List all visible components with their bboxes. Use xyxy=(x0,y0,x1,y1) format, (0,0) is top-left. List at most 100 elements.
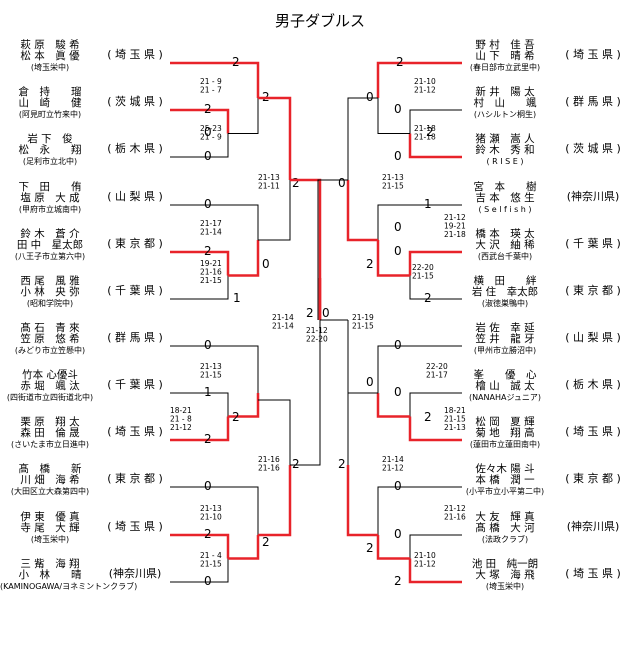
prefecture-label: ( 山 梨 県 ) xyxy=(565,331,621,344)
match-result: 2 xyxy=(338,457,346,471)
player-name: 森 田 倫 晟 xyxy=(20,427,80,439)
right-entry-6: 横 田 絆岩 住 幸太郎(淑徳巣鴨中) xyxy=(455,276,555,309)
player-name: 横 田 絆 xyxy=(473,275,537,287)
player-name: 笠 井 龍 牙 xyxy=(475,333,535,345)
prefecture-label: ( 山 梨 県 ) xyxy=(107,190,163,203)
prefecture-label: ( 埼 玉 県 ) xyxy=(107,520,163,533)
r-q1-b xyxy=(346,180,378,242)
left-entry-5: 鈴 木 蒼 介田 中 星太郎(八王子市立第六中) xyxy=(0,229,100,262)
set-score: 21-16 xyxy=(258,464,280,473)
left-entry-4: 下 田 侑塩 原 大 成(甲府市立城南中) xyxy=(0,182,100,215)
r-m45-b xyxy=(409,275,462,300)
match-result: 0 xyxy=(262,257,270,271)
player-name: 鈴 木 秀 和 xyxy=(475,144,535,156)
set-score: 21-12 xyxy=(414,86,436,95)
set-score: 21-15 xyxy=(200,560,222,569)
l-line-0 xyxy=(170,61,260,98)
player-name: 松 岡 夏 輝 xyxy=(475,416,535,428)
prefecture-label: ( 群 馬 県 ) xyxy=(565,95,621,108)
r-m12-a xyxy=(409,109,462,134)
set-score: 21-15 xyxy=(382,182,404,191)
match-result: 0 xyxy=(204,574,212,588)
set-score: 21-12 xyxy=(444,213,466,222)
right-entry-9: 松 岡 夏 輝菊 地 翔 高(蓮田市立蓮田南中) xyxy=(455,417,555,450)
right-entry-10: 佐々木 陽 斗本 橋 潤 一(小平市立小平第二中) xyxy=(455,464,555,497)
player-name: 三 觜 海 翔 xyxy=(20,558,80,570)
match-result: 1 xyxy=(233,291,241,305)
club-name: (昭和学院中) xyxy=(26,299,74,308)
prefecture-label: ( 群 馬 県 ) xyxy=(107,331,163,344)
player-name: 野 村 佳 吾 xyxy=(475,39,535,51)
prefecture-label: (神奈川県) xyxy=(108,567,162,580)
right-entry-5: 橋 本 瑛 太大 沢 紬 稀(西武台千葉中) xyxy=(455,229,555,262)
set-score: 21-15 xyxy=(352,322,374,331)
player-name: 竹本 心優斗 xyxy=(22,369,78,381)
match-result: 2 xyxy=(204,244,212,258)
prefecture-label: ( 埼 玉 県 ) xyxy=(565,48,621,61)
set-score: 21 - 9 xyxy=(200,133,222,142)
set-score: 21-16 xyxy=(258,455,280,464)
player-name: 峯 優 心 xyxy=(473,369,537,381)
left-entry-11: 伊 東 優 真寺 尾 大 輝(埼玉栄中) xyxy=(0,512,100,545)
match-result: 2 xyxy=(366,541,374,555)
match-result: 0 xyxy=(204,197,212,211)
right-entry-1: 野 村 佳 吾山 下 晴 希(春日部市立武里中) xyxy=(455,40,555,73)
player-name: 本 橋 潤 一 xyxy=(475,474,535,486)
l-line-6 xyxy=(170,345,259,393)
l-m1011-a xyxy=(170,533,230,559)
set-score: 22-20 xyxy=(426,362,448,371)
right-entry-2: 新 井 陽 太村 山 颯(ハシルトン桐生) xyxy=(455,87,555,120)
left-entry-7: 髙 石 青 來笠 原 悠 希(みどり市立笠懸中) xyxy=(0,323,100,356)
prefecture-label: ( 埼 玉 県 ) xyxy=(107,48,163,61)
match-result: 1 xyxy=(424,197,432,211)
set-score: 21-12 xyxy=(382,464,404,473)
player-name: 佐々木 陽 斗 xyxy=(475,463,535,475)
player-name: 髙 橋 新 xyxy=(18,463,82,475)
club-name: (KAMINOGAWA/ヨネミントンクラブ) xyxy=(0,582,138,591)
match-result: 2 xyxy=(262,535,270,549)
set-score: 22-20 xyxy=(412,263,434,272)
page-title: 男子ダブルス xyxy=(274,12,365,30)
l-line-3 xyxy=(170,204,259,240)
player-name: 大 友 輝 真 xyxy=(475,511,535,523)
set-score: 19-21 xyxy=(200,259,222,268)
r-line-78 xyxy=(376,393,410,418)
club-name: (埼玉栄中) xyxy=(30,63,70,72)
match-result: 0 xyxy=(322,306,330,320)
set-score: 21-18 xyxy=(414,133,436,142)
player-name: 萩 原 駿 希 xyxy=(20,39,80,51)
l-m45-a xyxy=(170,250,230,276)
r-m12-b xyxy=(408,133,462,159)
set-score: 21-16 xyxy=(444,513,466,522)
set-score: 21-15 xyxy=(444,415,466,424)
left-entry-8: 竹本 心優斗赤 堀 颯 汰(四街道市立四街道北中) xyxy=(0,370,100,403)
set-score: 21 - 9 xyxy=(200,77,222,86)
match-result: 0 xyxy=(394,102,402,116)
set-score: 21-17 xyxy=(426,371,448,380)
match-result: 2 xyxy=(204,432,212,446)
l-s-b xyxy=(290,320,321,466)
match-result: 2 xyxy=(426,125,434,139)
player-name: 鈴 木 蒼 介 xyxy=(20,228,80,240)
club-name: (阿見町立竹来中) xyxy=(18,110,82,119)
set-score: 21-13 xyxy=(200,504,222,513)
player-name: 松 永 翔 xyxy=(18,144,82,156)
set-score: 21 - 4 xyxy=(200,551,222,560)
prefecture-label: ( 埼 玉 県 ) xyxy=(107,425,163,438)
prefecture-label: ( 栃 木 県 ) xyxy=(107,142,163,155)
match-result: 0 xyxy=(366,375,374,389)
set-score: 21-10 xyxy=(414,77,436,86)
player-name: 下 田 侑 xyxy=(18,181,82,193)
l-m12-b xyxy=(170,133,229,158)
match-result: 2 xyxy=(424,291,432,305)
player-name: 村 山 颯 xyxy=(473,97,537,109)
player-name: 松 本 眞 優 xyxy=(20,50,80,62)
set-score: 21-17 xyxy=(200,219,222,228)
player-name: 西 尾 風 雅 xyxy=(20,275,80,287)
player-name: 新 井 陽 太 xyxy=(475,86,535,98)
player-name: 田 中 星太郎 xyxy=(16,239,84,251)
prefecture-label: ( 埼 玉 県 ) xyxy=(565,425,621,438)
r-m78-a xyxy=(409,392,462,417)
set-score: 21-12 xyxy=(306,326,328,335)
l-line-1011 xyxy=(228,535,260,560)
